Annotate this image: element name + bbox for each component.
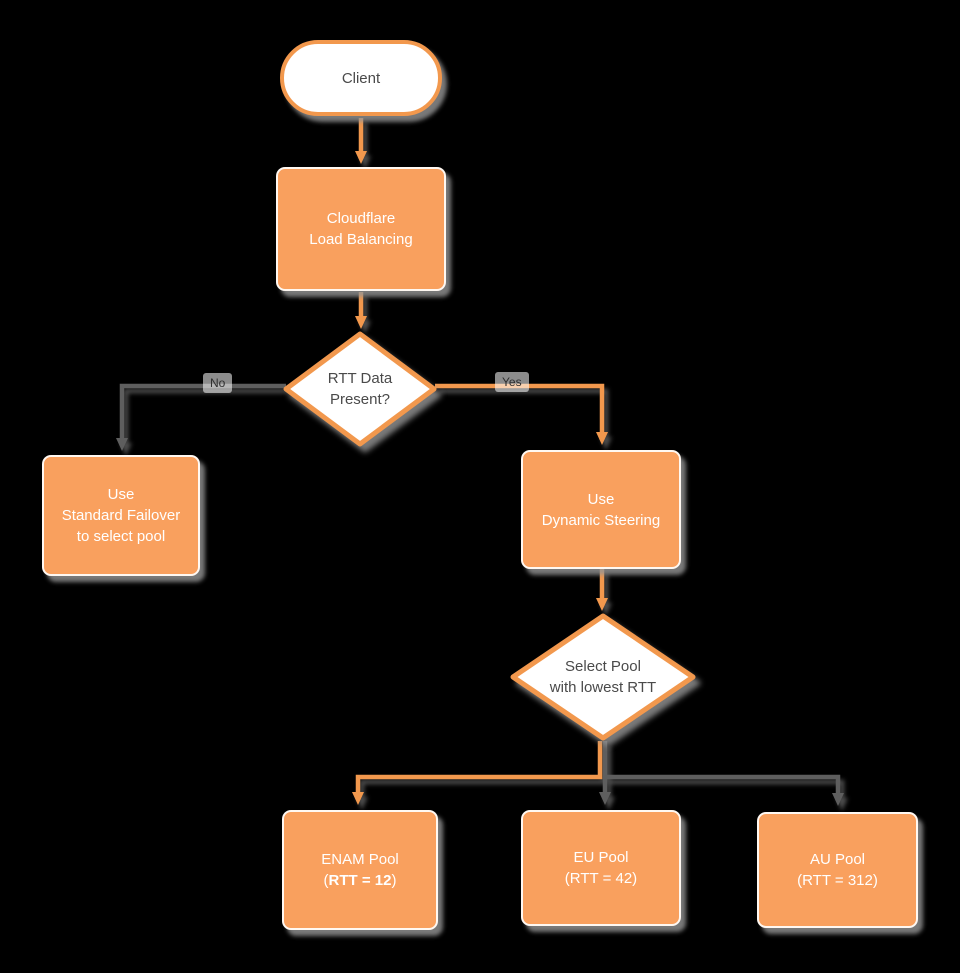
edge-select-pool-to-au [605,774,844,806]
node-enam-pool: ENAM Pool (RTT = 12) [282,810,438,930]
node-au-pool: AU Pool (RTT = 312) [757,812,918,928]
node-cloudflare-load-balancing-label: Cloudflare Load Balancing [309,210,413,248]
node-cloudflare-load-balancing: Cloudflare Load Balancing [276,167,446,291]
node-select-pool-label: Select Pool with lowest RTT [549,658,657,696]
diamond-shape [283,331,437,447]
diamond-shape [510,613,696,741]
node-use-dynamic-steering: Use Dynamic Steering [521,450,681,569]
node-select-pool-decision: Select Pool with lowest RTT [509,613,697,741]
edge-no-to-standard-failover [116,383,286,451]
edge-yes-to-dynamic-steering [435,383,608,445]
node-rtt-data-present-decision: RTT Data Present? [282,331,438,447]
edge-select-pool-to-enam [352,741,603,805]
node-use-standard-failover-label: Use Standard Failover to select pool [61,486,181,545]
node-enam-pool-label: ENAM Pool (RTT = 12) [321,851,399,889]
edge-label-yes: Yes [495,372,529,392]
node-au-pool-label: AU Pool (RTT = 312) [797,851,878,889]
node-rtt-data-present-label: RTT Data Present? [327,370,393,408]
node-use-dynamic-steering-label: Use Dynamic Steering [541,490,661,529]
node-client: Client [280,40,442,116]
edge-label-no: No [203,373,233,393]
node-client-label: Client [341,69,381,87]
node-eu-pool: EU Pool (RTT = 42) [521,810,681,926]
node-eu-pool-label: EU Pool (RTT = 42) [564,849,638,887]
node-use-standard-failover: Use Standard Failover to select pool [42,455,200,576]
